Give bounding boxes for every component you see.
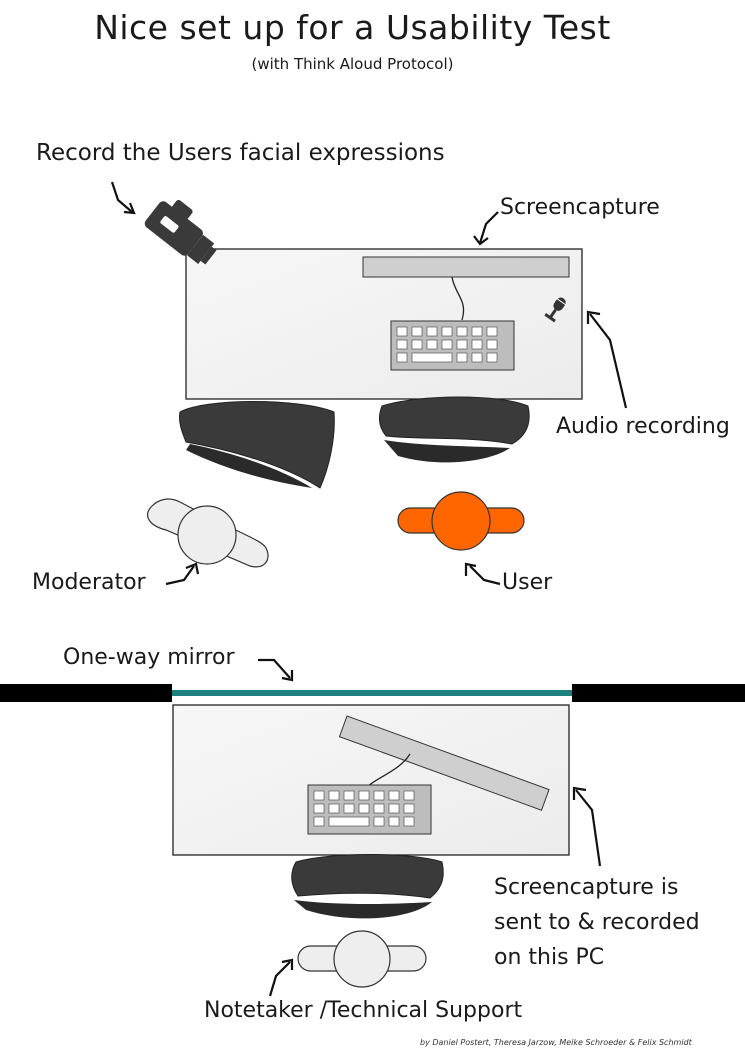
credits: by Daniel Postert, Theresa Jarzow, Meike… [420, 1038, 692, 1047]
arrow-mirror-head [281, 670, 294, 682]
observer-cable [367, 753, 411, 787]
sent-line-3: on this PC [494, 945, 605, 970]
audio-recording-label: Audio recording [556, 414, 730, 439]
moderator-label: Moderator [32, 570, 146, 595]
test-keyboard [390, 320, 515, 371]
arrow-record-head [123, 202, 136, 215]
keyboard-cable [451, 276, 465, 321]
arrow-audio [589, 313, 628, 409]
notetaker-chair-front [294, 900, 432, 919]
arrow-sent-head [572, 786, 587, 800]
arrow-screencapture-head [473, 235, 489, 246]
arrow-notetaker [268, 961, 291, 997]
arrow-record [110, 181, 133, 213]
screencapture-label: Screencapture [500, 195, 660, 220]
microphone-icon [544, 297, 568, 323]
user-label: User [502, 570, 553, 595]
video-camera-icon [144, 199, 217, 265]
moderator-person [147, 498, 269, 568]
user-chair-front [384, 440, 510, 463]
observer-monitor [338, 715, 550, 811]
arrow-notetaker-head [281, 958, 294, 970]
record-label: Record the Users facial expressions [36, 140, 445, 166]
arrow-sent [575, 789, 602, 867]
arrow-moderator-head [185, 562, 200, 575]
notetaker-label: Notetaker /Technical Support [204, 998, 523, 1023]
moderator-chair [179, 401, 335, 489]
arrow-mirror [258, 658, 291, 679]
wall-left [0, 684, 172, 702]
arrow-screencapture [478, 211, 499, 244]
diagram-title: Nice set up for a Usability Test [94, 8, 611, 47]
screencapture-sent-label: Screencapture is sent to & recorded on t… [494, 870, 700, 975]
arrow-user-head [464, 562, 477, 576]
one-way-mirror [172, 690, 572, 696]
test-monitor [362, 256, 570, 278]
user-chair [378, 396, 530, 445]
sent-line-1: Screencapture is [494, 875, 679, 900]
user-person [397, 491, 525, 551]
notetaker-person [297, 930, 427, 988]
mirror-label: One-way mirror [63, 645, 235, 670]
arrow-user [469, 565, 501, 586]
wall-right [572, 684, 745, 702]
arrow-moderator [165, 565, 195, 586]
notetaker-chair [291, 854, 444, 899]
diagram-subtitle: (with Think Aloud Protocol) [251, 55, 454, 73]
sent-line-2: sent to & recorded [494, 910, 700, 935]
moderator-chair-front [186, 444, 312, 488]
observer-keyboard [307, 784, 432, 835]
arrow-audio-head [586, 310, 601, 324]
